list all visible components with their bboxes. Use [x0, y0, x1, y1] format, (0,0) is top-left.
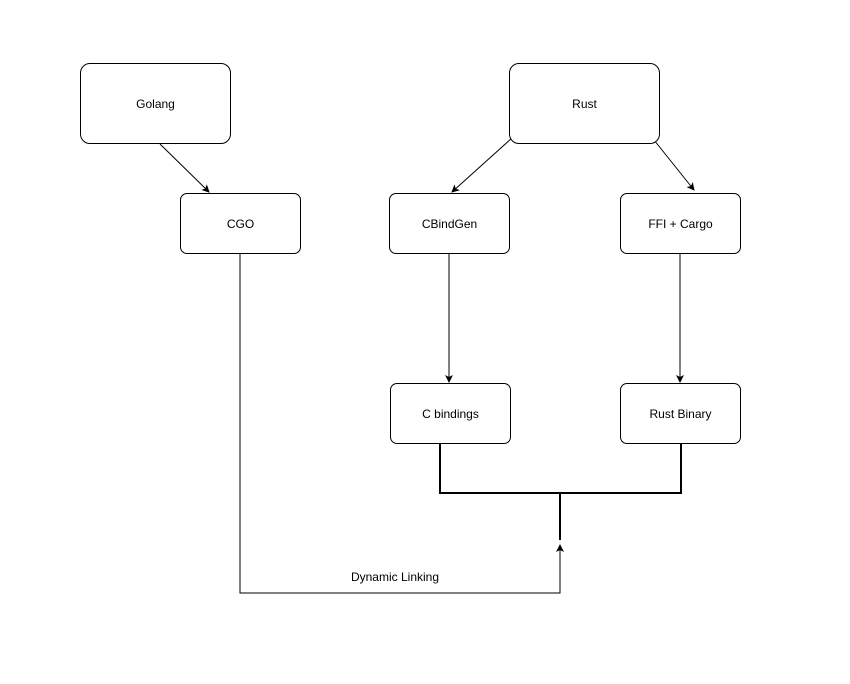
node-golang[interactable]: Golang: [80, 63, 231, 144]
node-golang-label: Golang: [136, 96, 175, 111]
node-rust-binary-label: Rust Binary: [649, 406, 712, 421]
arrow-golang-to-cgo: [159, 143, 210, 193]
node-ffi-cargo-label: FFI + Cargo: [648, 216, 713, 231]
node-rust-label: Rust: [572, 96, 597, 111]
node-c-bindings[interactable]: C bindings: [390, 383, 511, 444]
node-cbindgen[interactable]: CBindGen: [389, 193, 510, 254]
merge-bracket: [439, 444, 682, 494]
edge-label-dynamic-linking: Dynamic Linking: [350, 570, 440, 584]
node-ffi-cargo[interactable]: FFI + Cargo: [620, 193, 741, 254]
node-rust-binary[interactable]: Rust Binary: [620, 383, 741, 444]
dynamic-linking-connector: [239, 254, 564, 594]
node-rust[interactable]: Rust: [509, 63, 660, 144]
arrow-rust-to-cbindgen: [451, 137, 513, 193]
arrow-rust-to-ffi-cargo: [653, 139, 695, 191]
node-cgo[interactable]: CGO: [180, 193, 301, 254]
node-cbindgen-label: CBindGen: [421, 216, 478, 231]
node-cgo-label: CGO: [226, 216, 255, 231]
node-c-bindings-label: C bindings: [422, 406, 479, 421]
